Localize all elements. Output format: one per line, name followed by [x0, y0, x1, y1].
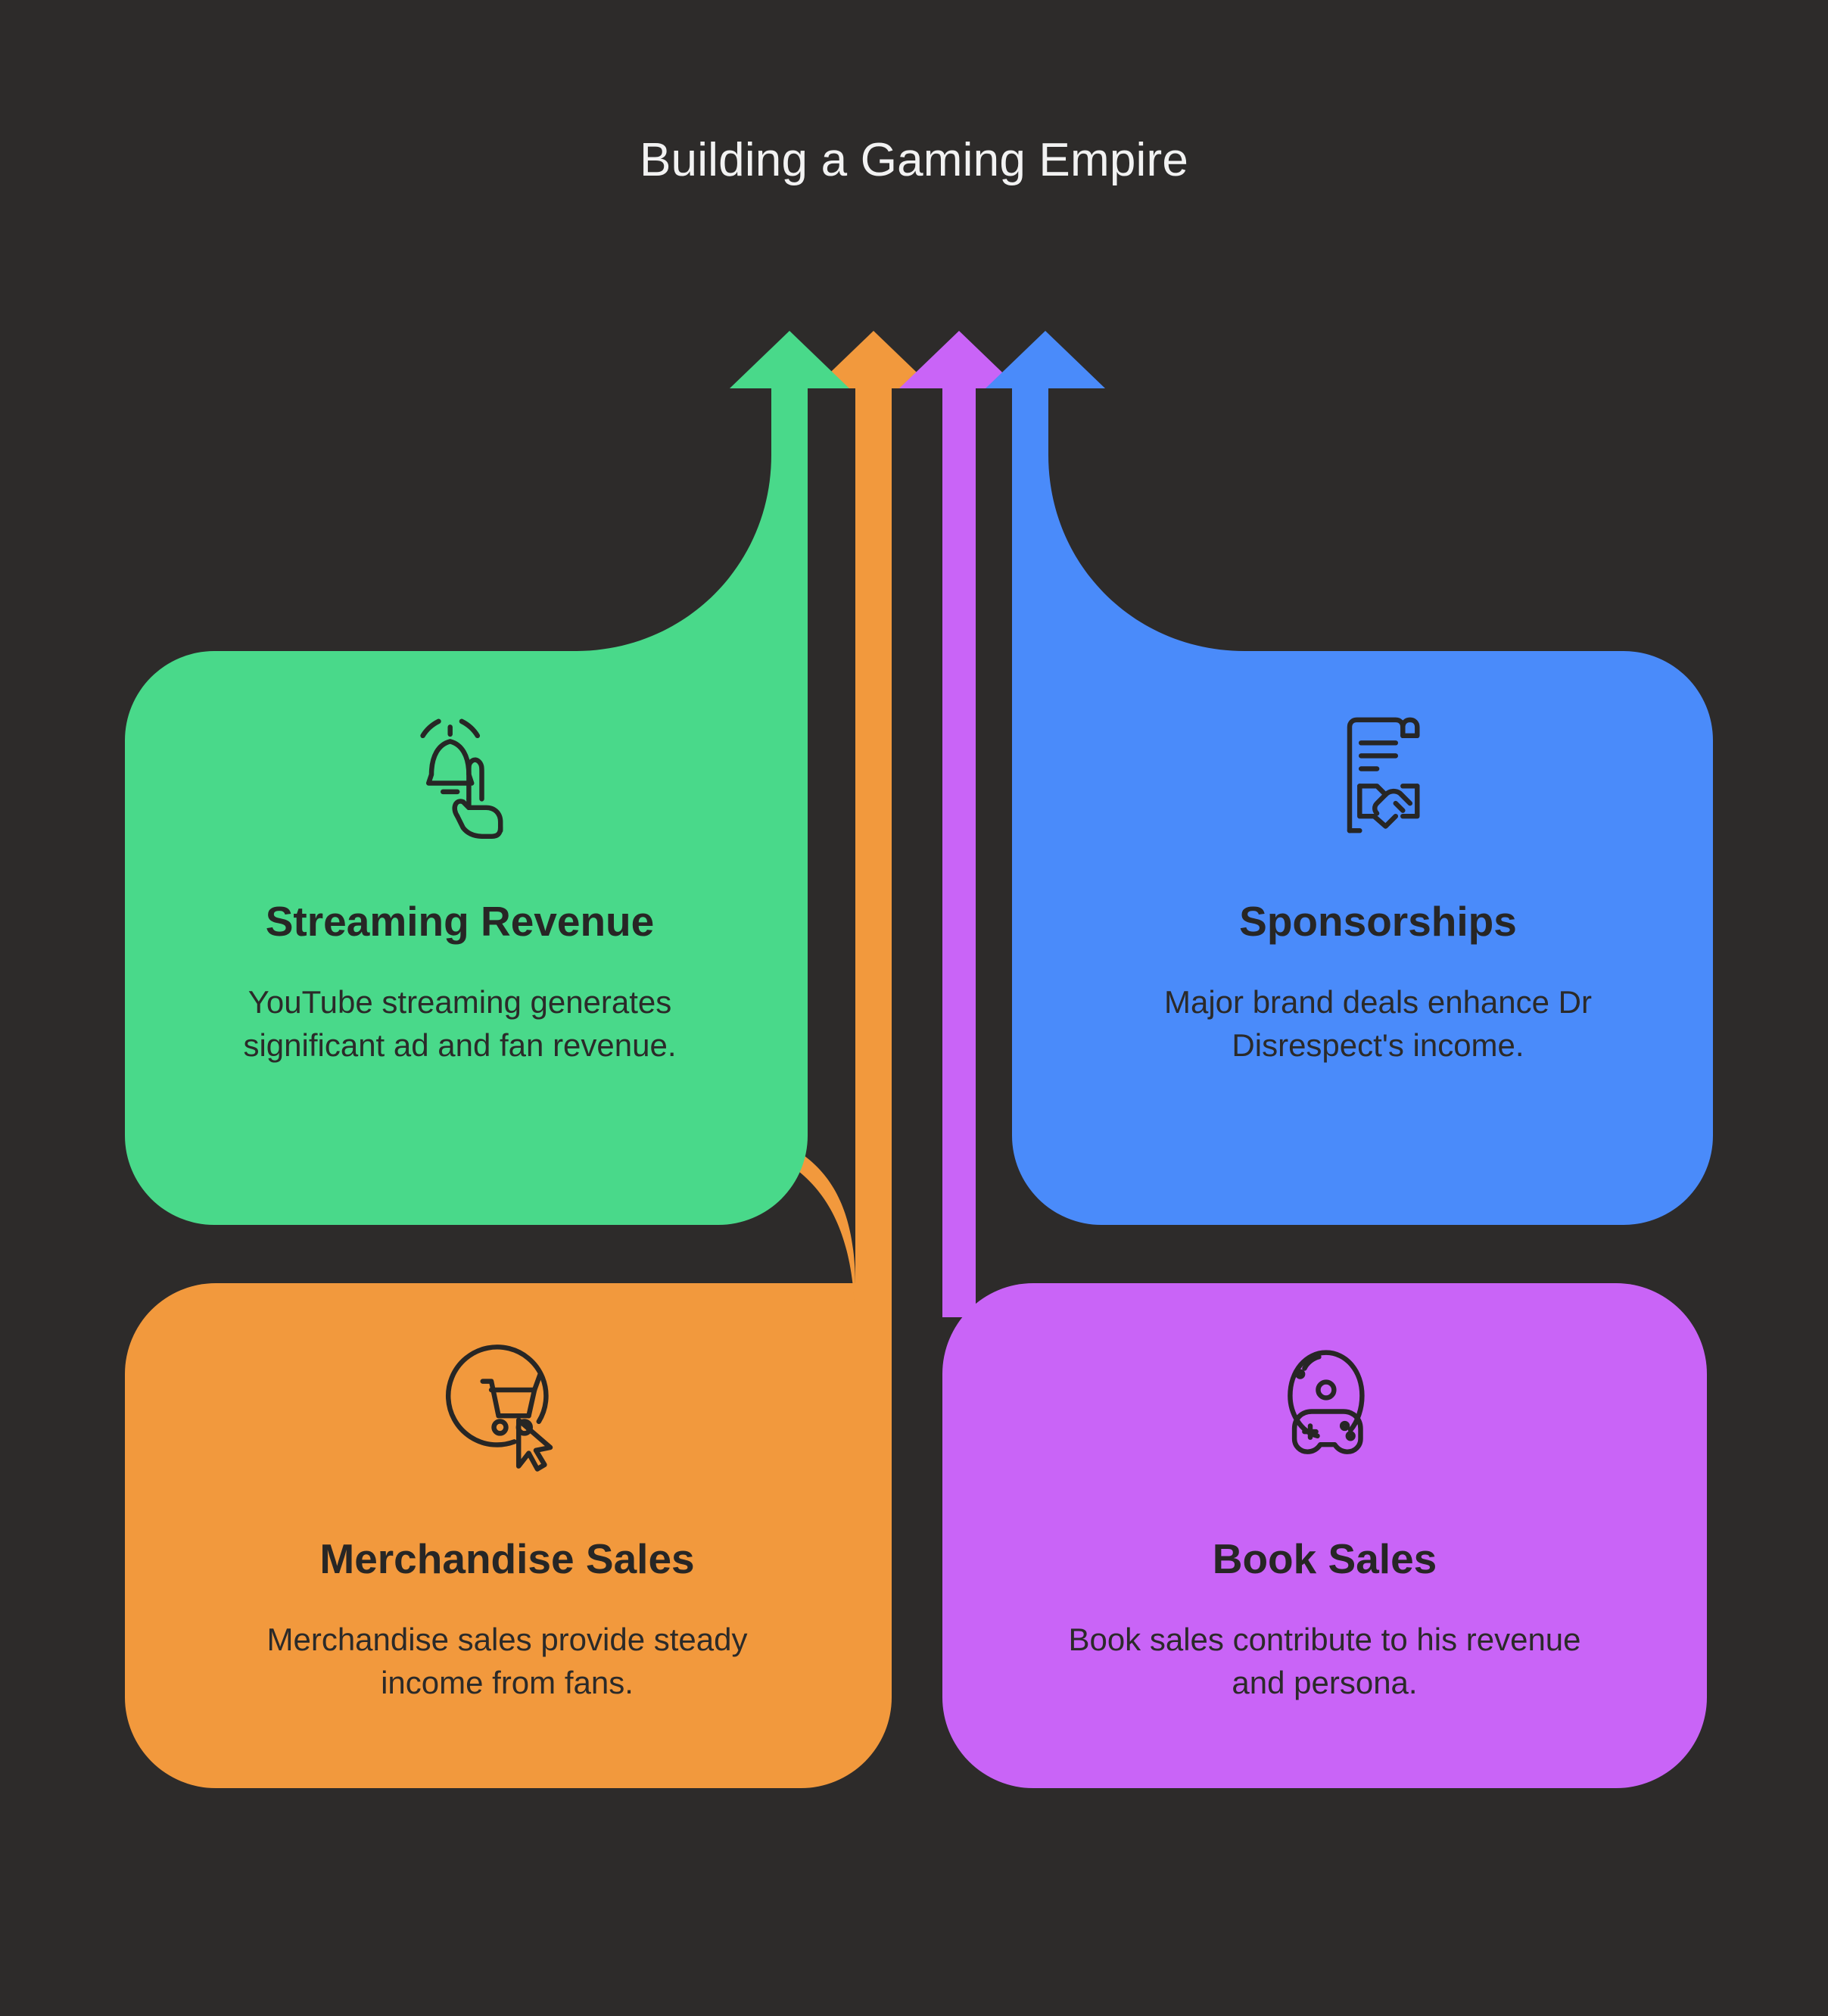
book-flow: [899, 331, 1707, 1788]
merchandise-arrow-head: [814, 331, 933, 388]
book-stem-bar: [942, 371, 976, 1317]
streaming-arrow-head: [730, 331, 849, 388]
merchandise-stem-bar: [855, 371, 892, 1317]
sponsorships-card-shape[interactable]: [1012, 371, 1713, 1225]
merchandise-card-shape[interactable]: [125, 1283, 892, 1788]
streaming-flow: [125, 331, 849, 1225]
streaming-card-shape[interactable]: [125, 371, 808, 1225]
sponsorships-flow: [986, 331, 1713, 1225]
sponsorships-arrow-head: [986, 331, 1105, 388]
page-title: Building a Gaming Empire: [639, 134, 1189, 186]
merchandise-flow: [125, 331, 933, 1788]
book-card-shape[interactable]: [942, 1283, 1707, 1788]
book-arrow-head: [899, 331, 1019, 388]
